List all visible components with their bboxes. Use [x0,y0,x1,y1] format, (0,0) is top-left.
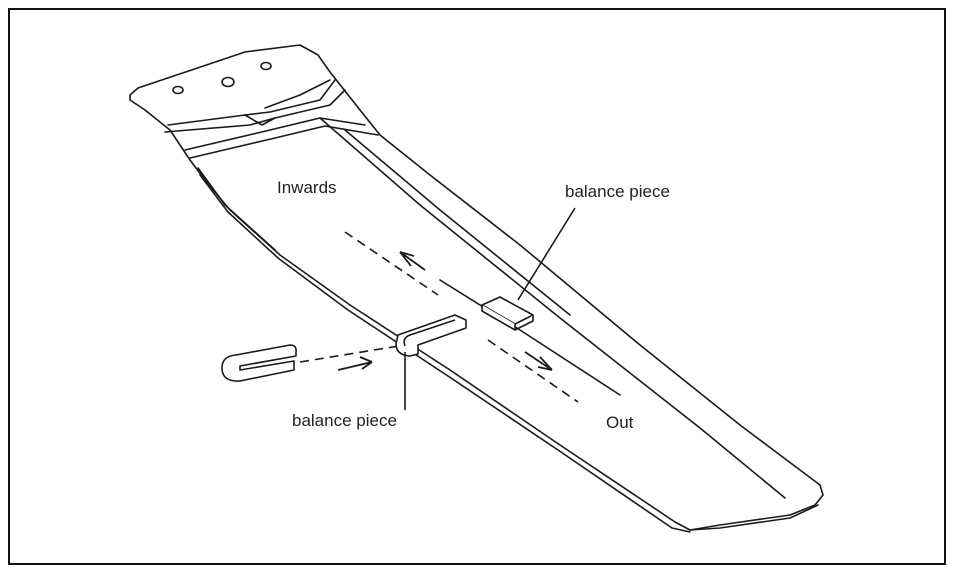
balance-clip-loose [221,344,297,382]
hub-line-2 [164,89,346,133]
blade-spine-2 [344,129,571,316]
arrow-insert-icon [337,356,373,371]
hub-line-5 [244,114,276,126]
hub-line-6 [264,79,331,109]
label-balance-piece-bottom: balance piece [292,411,397,430]
balance-clip-on-blade-inner [403,319,456,347]
mount-hole-1 [172,85,184,95]
diagram-frame [8,8,946,565]
blade-tip-edge [689,504,819,531]
mount-hole-2 [221,76,235,88]
label-balance-piece-top: balance piece [565,182,670,201]
balance-piece-top-side [481,305,534,331]
hub-line-4 [189,125,379,159]
blade-edge-thickness-2 [197,167,276,251]
dashed-guide-upper [344,231,439,296]
blade-outline [129,44,824,531]
dashed-guide-insert [299,344,406,363]
blade-spine-3 [439,279,621,396]
leader-balance-top [517,207,576,301]
dashed-guide-lower [487,339,579,403]
mount-hole-3 [260,61,272,71]
hub-line-3 [184,117,366,151]
hub-line-1 [167,79,336,126]
blade-spine-1 [319,117,786,499]
label-inwards: Inwards [277,178,337,197]
arrow-inwards-icon [399,251,426,271]
arrow-out-icon [524,351,553,371]
balance-clip-on-blade [395,314,467,357]
label-out: Out [606,413,634,432]
